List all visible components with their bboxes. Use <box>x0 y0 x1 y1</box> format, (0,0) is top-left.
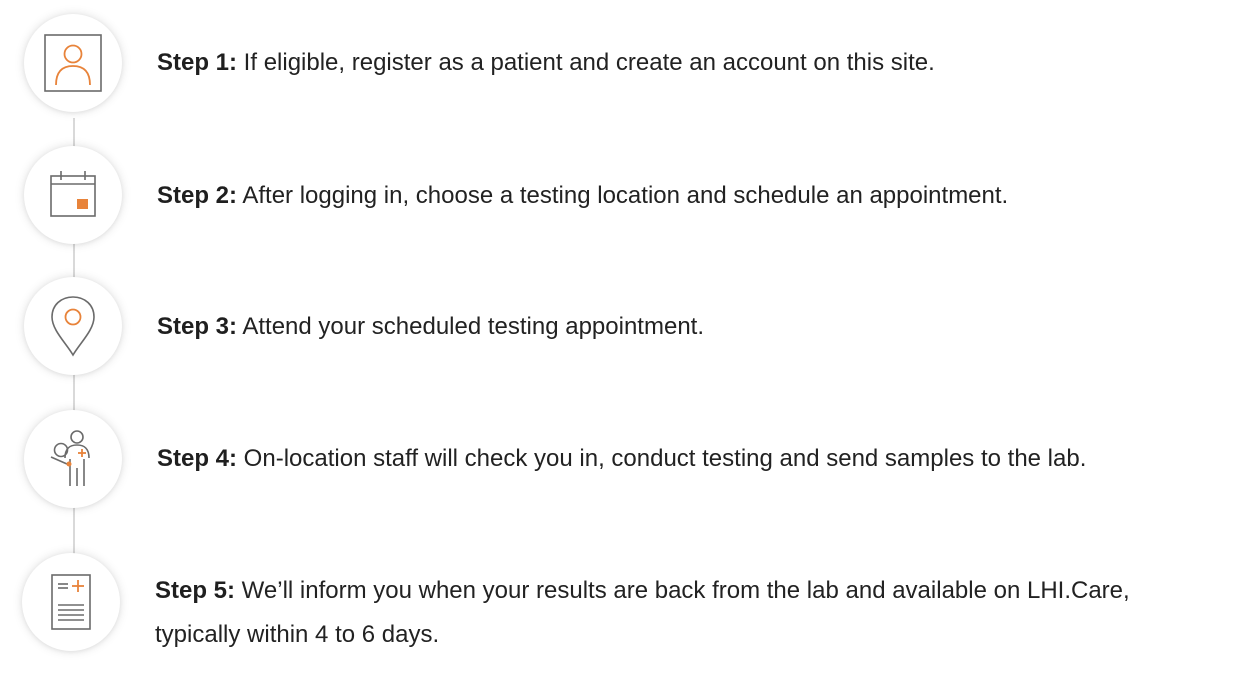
step-5-text: Step 5: We’ll inform you when your resul… <box>155 569 1155 657</box>
step-4-text: Step 4: On-location staff will check you… <box>157 437 1247 481</box>
step-4-description: On-location staff will check you in, con… <box>237 445 1087 472</box>
step-3-label: Step 3: <box>157 313 238 340</box>
step-2-description: After logging in, choose a testing locat… <box>237 182 1009 209</box>
calendar-icon <box>46 168 100 222</box>
step-1-icon-circle <box>24 14 122 112</box>
step-4-icon-circle <box>24 410 122 508</box>
step-item-3: Step 3: Attend your scheduled testing ap… <box>0 265 1256 385</box>
step-2-icon-circle <box>24 146 122 244</box>
step-1-label: Step 1: <box>157 49 238 76</box>
step-4-label: Step 4: <box>157 445 238 472</box>
step-item-2: Step 2: After logging in, choose a testi… <box>0 134 1256 254</box>
step-5-description: We’ll inform you when your results are b… <box>155 577 1130 648</box>
step-3-icon-circle <box>24 277 122 375</box>
step-3-description: Attend your scheduled testing appointmen… <box>237 313 704 340</box>
location-pin-icon <box>48 294 98 358</box>
step-item-1: Step 1: If eligible, register as a patie… <box>0 2 1256 122</box>
step-1-description: If eligible, register as a patient and c… <box>237 49 935 76</box>
results-document-icon <box>48 572 94 632</box>
staff-testing-icon <box>48 428 98 490</box>
step-5-icon-circle <box>22 553 120 651</box>
step-5-label: Step 5: <box>155 577 236 604</box>
step-1-text: Step 1: If eligible, register as a patie… <box>157 41 1247 85</box>
step-item-4: Step 4: On-location staff will check you… <box>0 398 1256 518</box>
step-3-text: Step 3: Attend your scheduled testing ap… <box>157 305 1247 349</box>
user-profile-icon <box>43 33 103 93</box>
step-2-text: Step 2: After logging in, choose a testi… <box>157 174 1247 218</box>
step-item-5: Step 5: We’ll inform you when your resul… <box>0 541 1256 661</box>
step-2-label: Step 2: <box>157 182 238 209</box>
